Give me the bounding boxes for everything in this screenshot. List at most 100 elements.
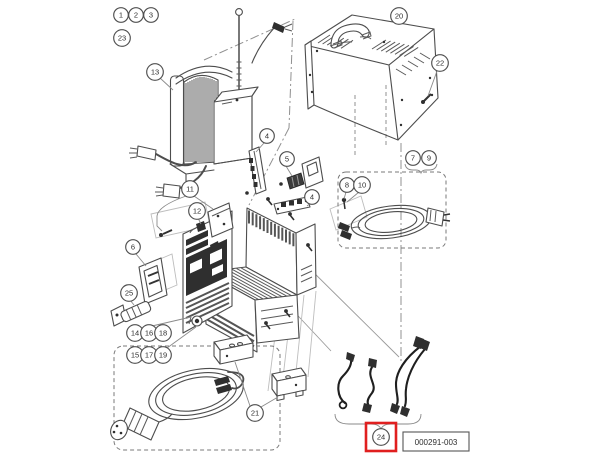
highlight-box: [364, 421, 398, 453]
callout-circle[interactable]: [154, 324, 172, 342]
callout-circle[interactable]: [125, 239, 141, 255]
callout-number: 15: [131, 351, 139, 360]
callout-circle[interactable]: [188, 202, 206, 220]
callout-number: 23: [118, 34, 126, 43]
callout-5[interactable]: 5: [279, 151, 295, 167]
callout-circle[interactable]: [372, 428, 390, 446]
callout-9[interactable]: 9: [421, 150, 437, 166]
panel-cutout: [212, 264, 223, 276]
callout-number: 25: [125, 289, 133, 298]
relay: [279, 156, 324, 190]
callout-circle[interactable]: [279, 151, 295, 167]
callout-24[interactable]: 24: [364, 421, 398, 453]
callout-8[interactable]: 8: [339, 177, 355, 193]
callout-circle[interactable]: [405, 150, 421, 166]
cover: [304, 14, 439, 141]
callout-number: 19: [159, 351, 167, 360]
callout-circle[interactable]: [113, 29, 131, 47]
transformer-coil: [183, 74, 219, 165]
callout-22[interactable]: 22: [431, 54, 449, 72]
jumper-wire-medium: [362, 358, 377, 413]
callout-11[interactable]: 11: [181, 180, 199, 198]
callout-25[interactable]: 25: [120, 284, 138, 302]
callout-circle[interactable]: [246, 404, 264, 422]
panel-cutout: [210, 248, 222, 265]
callout-10[interactable]: 10: [353, 176, 371, 194]
bracket-plate: [159, 202, 234, 238]
harness-wire-long: [390, 336, 430, 417]
callout-circle[interactable]: [304, 189, 320, 205]
callout-circle[interactable]: [120, 284, 138, 302]
callout-number: 1: [119, 11, 123, 20]
callout-6[interactable]: 6: [125, 239, 141, 255]
jumper-wire-short: [337, 352, 355, 410]
callout-19[interactable]: 19: [154, 346, 172, 364]
dc-cord-terminals: [214, 371, 245, 394]
callout-number: 18: [159, 329, 167, 338]
callout-23[interactable]: 23: [113, 29, 131, 47]
callout-12[interactable]: 12: [188, 202, 206, 220]
chassis-right-wall: [295, 223, 317, 296]
callout-21[interactable]: 21: [246, 404, 264, 422]
callout-circle[interactable]: [353, 176, 371, 194]
callout-circle[interactable]: [390, 7, 408, 25]
callout-circle[interactable]: [181, 180, 199, 198]
cover-screw-holes: [308, 40, 434, 127]
clip: [196, 221, 206, 232]
callout-number: 16: [145, 329, 153, 338]
callout-number: 12: [193, 207, 201, 216]
ac-plug: [425, 207, 451, 227]
callout-7[interactable]: 7: [405, 150, 421, 166]
leader-lines: [129, 70, 438, 408]
ac-cord-terminals: [338, 222, 361, 240]
callout-number: 8: [345, 181, 349, 190]
callout-number: 10: [358, 181, 366, 190]
callout-number: 2: [134, 11, 138, 20]
callout-2[interactable]: 2: [128, 7, 144, 23]
callout-number: 9: [427, 154, 431, 163]
callout-circle[interactable]: [421, 150, 437, 166]
meter-bezel: [138, 257, 168, 305]
callout-number: 17: [145, 351, 153, 360]
wire-kit-brace: [334, 413, 422, 431]
cover-handle: [329, 23, 372, 49]
callout-number: 13: [151, 68, 159, 77]
callout-3[interactable]: 3: [143, 7, 159, 23]
mounting-bolt: [235, 8, 243, 94]
callout-number: 5: [285, 155, 289, 164]
callout-circle[interactable]: [431, 54, 449, 72]
panel-cutout: [190, 258, 202, 274]
chassis-screws: [264, 197, 313, 330]
callout-18[interactable]: 18: [154, 324, 172, 342]
terminal-screw: [341, 197, 347, 210]
callout-20[interactable]: 20: [390, 7, 408, 25]
callout-number: 22: [436, 59, 444, 68]
callout-number: 24: [377, 433, 385, 442]
part-number-text: 000291-003: [415, 438, 458, 447]
callout-number: 6: [131, 243, 135, 252]
callout-circle[interactable]: [146, 63, 164, 81]
transformer: [129, 8, 293, 199]
transformer-lead-wire: [251, 22, 293, 64]
callout-number: 4: [310, 193, 314, 202]
transformer-wires: [129, 145, 207, 199]
ac-power-cord: [337, 171, 451, 249]
grommet: [188, 315, 203, 327]
callout-circle[interactable]: [143, 7, 159, 23]
callout-4[interactable]: 4: [259, 128, 275, 144]
callout-circle[interactable]: [154, 346, 172, 364]
callout-number: 11: [186, 185, 194, 194]
callout-4[interactable]: 4: [304, 189, 320, 205]
dc-plug: [110, 407, 173, 441]
terminal-board-vertical: [245, 146, 267, 195]
bracket-screw: [159, 229, 173, 237]
wire-kit: [334, 336, 430, 431]
mounting-bracket-upper: [213, 334, 254, 365]
callout-13[interactable]: 13: [146, 63, 164, 81]
callout-circle[interactable]: [259, 128, 275, 144]
front-panel: [182, 210, 233, 334]
callout-1[interactable]: 1: [113, 7, 129, 23]
callout-number: 3: [149, 11, 153, 20]
